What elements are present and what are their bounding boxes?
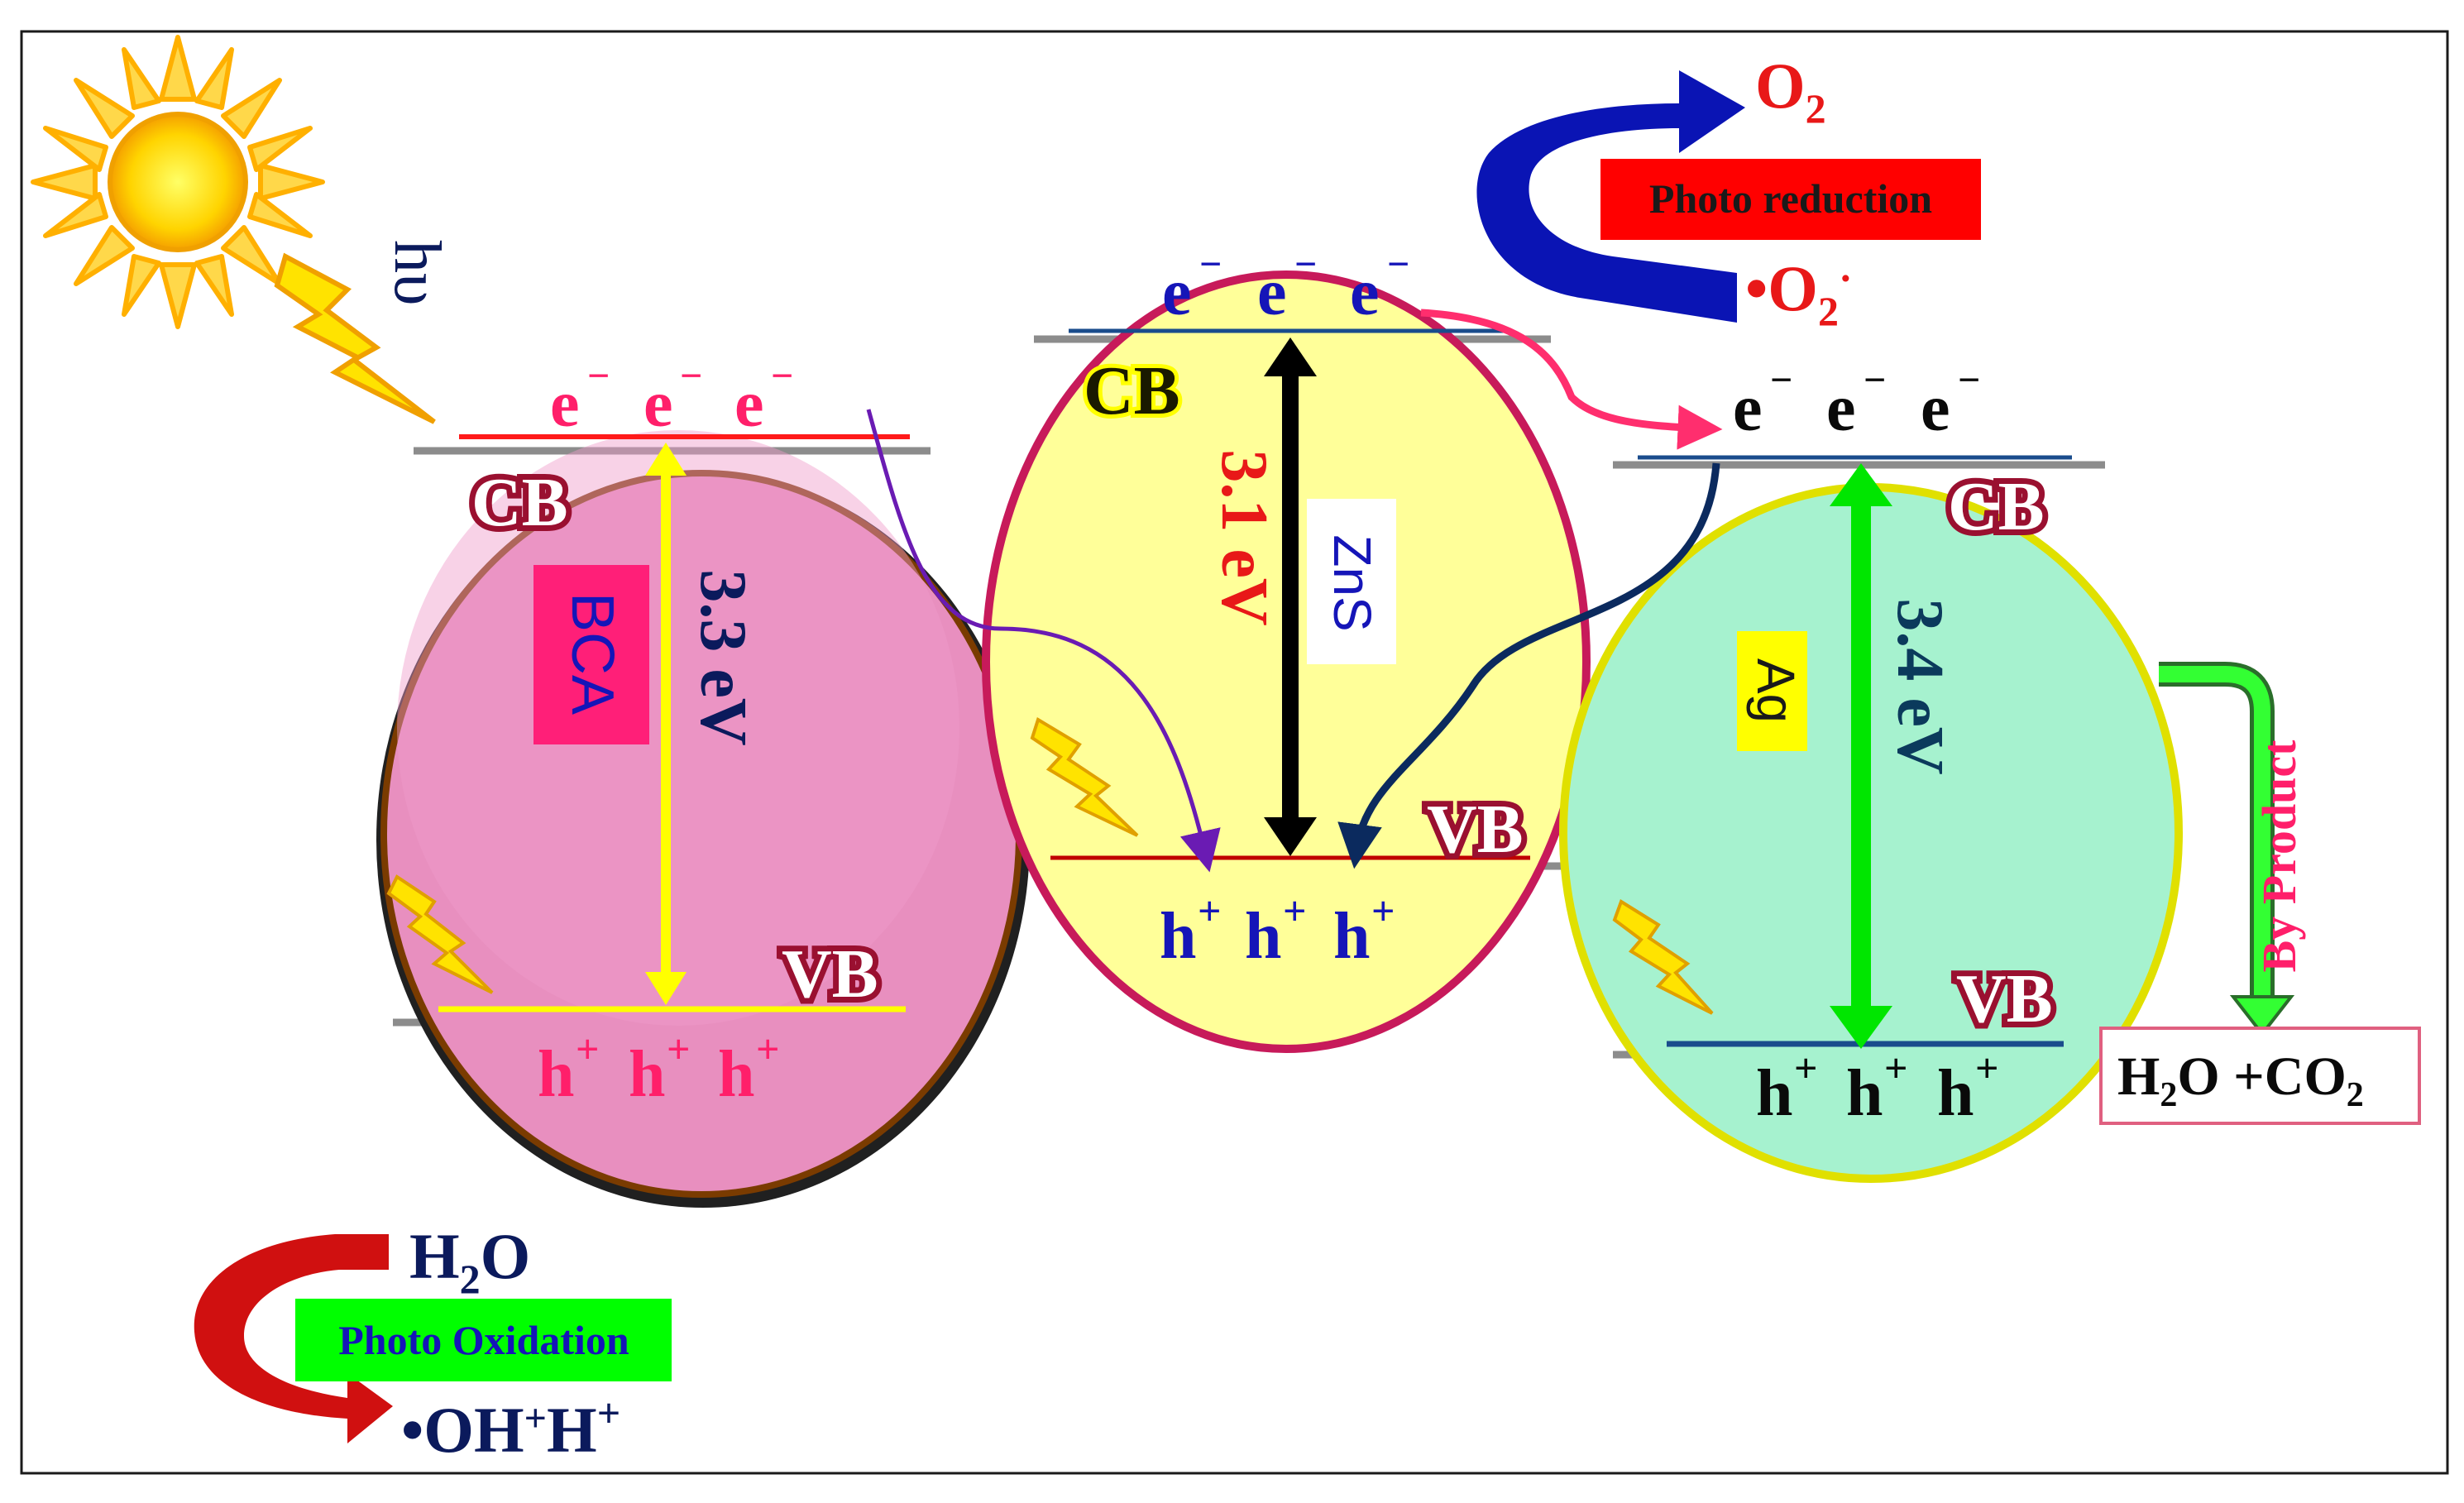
svg-text:+: + xyxy=(667,1026,691,1072)
electron-transfer-arrow-zns-ag xyxy=(1420,309,1723,450)
svg-text:−: − xyxy=(1770,358,1792,402)
zns-hole: h xyxy=(1333,900,1371,973)
zns-electron: e xyxy=(1162,256,1192,329)
zns-vb-label: VB xyxy=(1427,791,1524,868)
bca-hole: h xyxy=(718,1038,755,1111)
zns-name: ZnS xyxy=(1323,534,1382,631)
ag-hole: h xyxy=(1937,1057,1974,1130)
zns-cb-label: CB xyxy=(1084,352,1180,429)
ag-name-box xyxy=(1737,631,1807,751)
byproduct-label: By Product xyxy=(2252,740,2306,973)
ag-electron: e xyxy=(1826,372,1856,445)
ag-electron: e xyxy=(1921,372,1950,445)
svg-text:+: + xyxy=(1371,888,1395,934)
light-label: hυ xyxy=(380,240,453,306)
svg-text:+: + xyxy=(756,1026,780,1072)
svg-text:−: − xyxy=(680,354,702,398)
bca-particle: CB VB BCA 3.3 eV e e e − − − h h h + + + xyxy=(376,354,1030,1208)
bca-hole: h xyxy=(538,1038,575,1111)
svg-text:−: − xyxy=(771,354,793,398)
oxidation-reactant: H2O xyxy=(409,1220,530,1302)
reduction-arrow-icon xyxy=(1476,70,1745,323)
ag-hole: h xyxy=(1846,1057,1883,1130)
reduction-label: Photo reduction xyxy=(1649,175,1932,222)
zns-hole: h xyxy=(1245,900,1282,973)
photo-oxidation-cycle: Photo Oxidation H2O •OH+H+ xyxy=(194,1220,672,1466)
bca-vb-label: VB xyxy=(782,936,878,1012)
svg-text:+: + xyxy=(1283,888,1307,934)
bca-electron: e xyxy=(644,368,673,441)
reduction-product: O2 xyxy=(1755,50,1826,132)
zns-gap-label: 3.1 eV xyxy=(1208,449,1280,625)
svg-text:+: + xyxy=(576,1026,600,1072)
ag-name: Ag xyxy=(1746,658,1806,723)
svg-text:−: − xyxy=(1958,358,1980,402)
bca-electron: e xyxy=(550,368,580,441)
zns-hole: h xyxy=(1160,900,1197,973)
ag-hole: h xyxy=(1756,1057,1793,1130)
ag-gap-label: 3.4 eV xyxy=(1883,598,1956,774)
byproduct-result-box xyxy=(2099,1027,2421,1125)
bca-cb-label: CB xyxy=(471,464,568,541)
oxidation-arrow-icon xyxy=(194,1234,393,1443)
bca-electron: e xyxy=(734,368,764,441)
bca-name: BCA xyxy=(559,592,625,715)
electron-transfer-arrow-bca-zns xyxy=(866,409,1221,873)
svg-text:−: − xyxy=(587,354,610,398)
zns-name-box xyxy=(1307,499,1396,664)
bca-gap-label: 3.3 eV xyxy=(687,569,759,745)
zns-particle: CB VB ZnS 3.1 eV e e e − − − h h h + + + xyxy=(982,242,1591,1053)
svg-text:−: − xyxy=(1864,358,1886,402)
oxidation-label: Photo Oxidation xyxy=(338,1317,629,1363)
svg-text:+: + xyxy=(1794,1045,1818,1091)
ag-vb-label: VB xyxy=(1956,960,2053,1037)
svg-text:−: − xyxy=(1294,242,1317,286)
zns-electron: e xyxy=(1257,256,1287,329)
byproduct-arrow-icon xyxy=(2229,995,2295,1037)
byproduct-output: By Product H2O +CO2 xyxy=(2099,662,2421,1125)
lightning-icon xyxy=(274,252,436,424)
oxidation-label-box xyxy=(295,1299,672,1381)
ag-particle: CB VB Ag 3.4 eV e e e − − − h h h + + + xyxy=(1559,358,2183,1183)
bca-hole: h xyxy=(629,1038,666,1111)
electron-transfer-arrow-ag-zns xyxy=(1337,462,1720,869)
byproduct-result: H2O +CO2 xyxy=(2117,1046,2364,1114)
photo-reduction-cycle: Photo reduction O2 •O2· xyxy=(1476,50,1981,334)
svg-text:+: + xyxy=(1975,1045,1999,1091)
zns-electron: e xyxy=(1350,256,1380,329)
reduction-label-box xyxy=(1600,159,1981,240)
ag-electron: e xyxy=(1733,372,1763,445)
oxidation-product: •OH+H+ xyxy=(401,1390,620,1466)
svg-text:−: − xyxy=(1199,242,1222,286)
svg-text:+: + xyxy=(1198,888,1222,934)
reduction-reactant: •O2· xyxy=(1745,252,1853,334)
sun-icon xyxy=(31,35,325,329)
svg-text:−: − xyxy=(1387,242,1409,286)
ag-cb-label: CB xyxy=(1948,468,2045,545)
bca-name-box xyxy=(533,565,649,744)
svg-text:+: + xyxy=(1884,1045,1908,1091)
